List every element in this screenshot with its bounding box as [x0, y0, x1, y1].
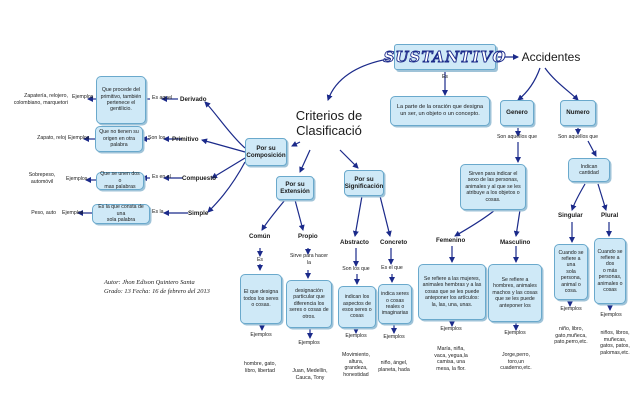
femenino-definition-box: Se refiere a las mujeres, animales hembr… [418, 264, 486, 320]
primitivo-examples: Zapato, reloj [37, 135, 66, 141]
compuesto-ejemplos: Ejemplos [66, 176, 88, 182]
singular-ejemplos: Ejemplos [560, 306, 582, 312]
criterios-heading: Criterios de Clasificació [295, 108, 363, 138]
masculino-examples: Jorge,perro, toro,un cuaderno,etc. [500, 352, 532, 372]
singular-examples: niño, libro, gato,muñeca, pato,perro,etc… [554, 326, 588, 346]
concreto-examples: niño, ángel, planeta, hada [378, 360, 410, 373]
propio-connector: Sirve para hacer la [289, 253, 329, 266]
primitivo-definition-box: Que no tienen su origen en otra palabra [95, 126, 143, 152]
propio-examples: Juan, Medellín, Cauca, Tony [292, 368, 328, 381]
primitivo-connector: Son los [148, 135, 166, 141]
femenino-examples: María, niña, vaca, yegua,la camisa, una … [434, 346, 468, 372]
concreto-connector: Es el que [381, 265, 403, 271]
comun-ejemplos: Ejemplos [250, 332, 272, 338]
diagram-title: SUSTANTIVO [383, 44, 506, 70]
femenino-label: Femenino [436, 237, 466, 244]
concreto-label: Concreto [380, 239, 408, 246]
derivado-label: Derivado [180, 96, 207, 103]
derivado-examples: Zapatería, relojero, colombiano, marquet… [13, 93, 68, 106]
propio-label: Propio [298, 233, 318, 240]
compuesto-examples: Sobrepeso, automóvil [28, 172, 56, 185]
numero-definition-box: Indican cantidad [568, 158, 610, 182]
genero-box: Genero [500, 100, 534, 126]
abstracto-ejemplos: Ejemplos [345, 333, 367, 339]
abstracto-label: Abstracto [340, 239, 369, 246]
simple-examples: Peso, auto [31, 210, 56, 216]
plural-label: Plural [601, 212, 619, 219]
comun-definition-box: El que designa todos los seres o cosas. [240, 274, 282, 324]
comun-label: Común [249, 233, 271, 240]
derivado-ejemplos: Ejemplos [72, 94, 94, 100]
masculino-ejemplos: Ejemplos [504, 330, 526, 336]
masculino-definition-box: Se refiere a hombres, animales machos y … [488, 264, 542, 322]
abstracto-examples: Movimiento, altura, grandeza, honestidad [342, 352, 370, 378]
extension-box: Por su Extensión [276, 176, 314, 200]
plural-definition-box: Cuando se refiere a dos o más personas, … [594, 238, 626, 304]
singular-label: Singular [558, 212, 583, 219]
comun-examples: hombre, gato, libro, libertad [243, 361, 276, 374]
significacion-box: Por su Significación [344, 170, 384, 196]
primitivo-ejemplos: Ejemplos [68, 135, 90, 141]
numero-connector: Son aquellos que [557, 134, 599, 140]
simple-ejemplos: Ejemplos [62, 210, 84, 216]
concreto-ejemplos: Ejemplos [383, 334, 405, 340]
genero-definition-box: Sirven para indicar el sexo de las perso… [460, 164, 526, 210]
femenino-ejemplos: Ejemplos [440, 326, 462, 332]
propio-definition-box: designación particular que diferencia lo… [286, 280, 332, 328]
compuesto-label: Compuesto [182, 175, 217, 182]
derivado-definition-box: Que procede del primitivo, también perte… [96, 76, 146, 124]
compuesto-connector: Es en el [152, 174, 171, 180]
propio-ejemplos: Ejemplos [298, 340, 320, 346]
simple-definition-box: Es la que consta de una sola palabra [92, 204, 150, 224]
es-connector: Es [441, 74, 449, 80]
comun-connector: Es [256, 257, 264, 263]
concreto-definition-box: indica seres o cosas reales o imaginaria… [378, 284, 412, 324]
compuesto-definition-box: Que se unen dos o mas palabras [96, 171, 144, 190]
definition-box: La parte de la oración que designa un se… [390, 96, 490, 126]
singular-definition-box: Cuando se refiere a una sola persona, an… [554, 244, 588, 300]
simple-label: Simple [188, 210, 209, 217]
primitivo-label: Primitivo [172, 136, 199, 143]
author-note: Autor: Jhon Edison Quintero Santa Grado:… [104, 279, 210, 295]
simple-connector: Es la [152, 209, 164, 215]
composicion-box: Por su Composición [245, 138, 287, 166]
abstracto-definition-box: indican los aspectos de esos seres o cos… [338, 286, 376, 328]
abstracto-connector: Son los que [342, 266, 370, 272]
genero-connector: Son aquellos que [496, 134, 538, 140]
masculino-label: Masculino [500, 239, 531, 246]
plural-examples: niños, libros, muñecas, gatos, patos, pa… [600, 330, 630, 356]
derivado-connector: Es aquel [152, 95, 173, 101]
accidentes-heading: Accidentes [521, 50, 581, 64]
numero-box: Numero [560, 100, 596, 126]
plural-ejemplos: Ejemplos [600, 312, 622, 318]
